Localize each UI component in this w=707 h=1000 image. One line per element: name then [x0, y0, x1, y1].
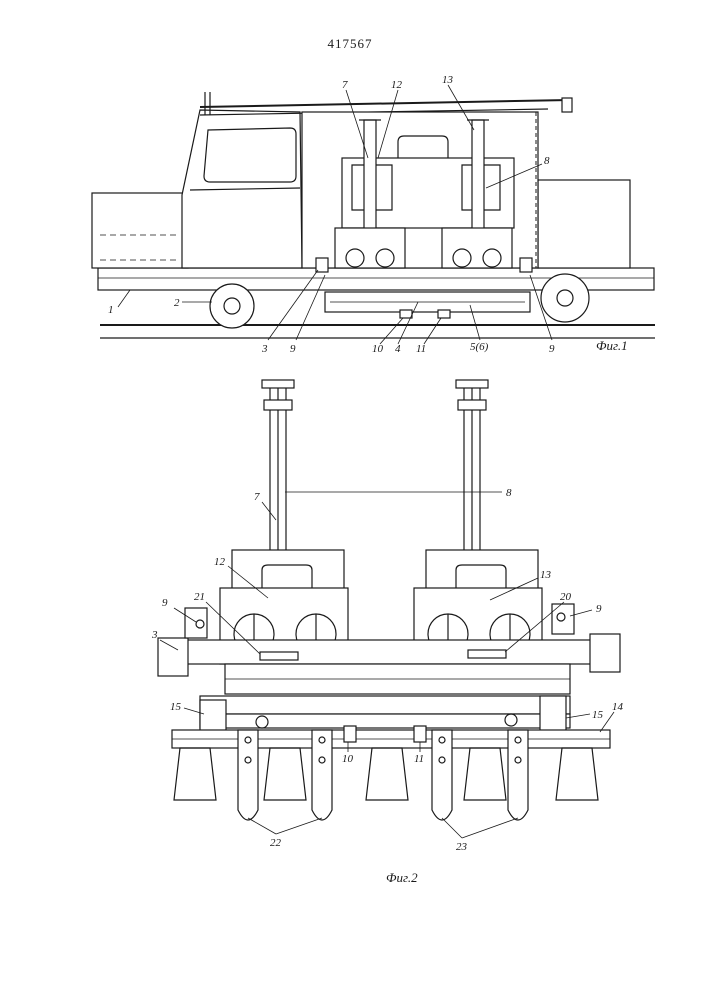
- fig1-label-13: 13: [442, 74, 454, 86]
- fig1-label-9b: 9: [549, 343, 555, 355]
- fig2-label-8: 8: [506, 487, 512, 499]
- fig1-label-12: 12: [391, 79, 403, 91]
- fig1-caption: Фиг.1: [596, 338, 628, 353]
- fig2-label-21: 21: [194, 591, 205, 603]
- fig2-label-23: 23: [456, 841, 468, 853]
- fig2-label-9b: 9: [596, 603, 602, 615]
- fig2-label-20: 20: [560, 591, 572, 603]
- fig1-label-2: 2: [174, 297, 180, 309]
- fig2-label-9a: 9: [162, 597, 168, 609]
- fig2-label-3: 3: [151, 629, 158, 641]
- fig1-label-4: 4: [395, 343, 401, 355]
- fig2-label-7: 7: [254, 491, 260, 503]
- fig1-label-10: 10: [372, 343, 384, 355]
- fig2-label-15a: 15: [170, 701, 182, 713]
- fig2-label-11: 11: [414, 753, 424, 765]
- fig1-label-8: 8: [544, 155, 550, 167]
- fig1-label-9a: 9: [290, 343, 296, 355]
- fig2-label-14: 14: [612, 701, 624, 713]
- fig1-label-3: 3: [261, 343, 268, 355]
- figure-2-drawing: [158, 380, 620, 838]
- fig1-label-5-6: 5(6): [470, 341, 489, 353]
- fig2-label-12: 12: [214, 556, 226, 568]
- fig2-caption: Фиг.2: [386, 870, 418, 885]
- fig1-label-1: 1: [108, 304, 114, 316]
- fig2-label-13: 13: [540, 569, 552, 581]
- fig2-label-22: 22: [270, 837, 282, 849]
- fig2-label-10: 10: [342, 753, 354, 765]
- fig2-label-15b: 15: [592, 709, 604, 721]
- fig1-label-7: 7: [342, 79, 348, 91]
- fig1-label-11: 11: [416, 343, 426, 355]
